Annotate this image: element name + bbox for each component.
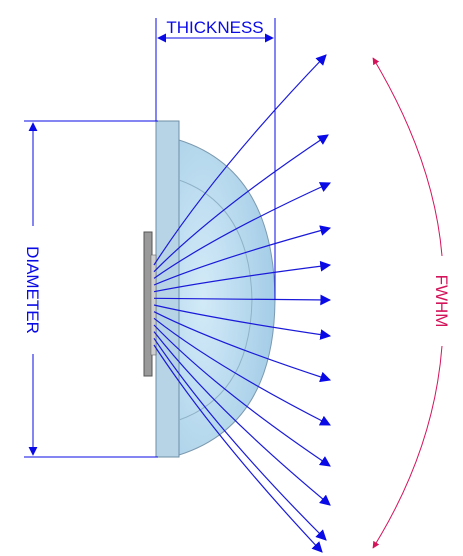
light-ray [153,294,332,306]
light-ray [153,134,329,273]
light-ray [153,304,332,340]
light-ray [153,54,327,266]
diameter-label: DIAMETER [23,246,42,334]
light-rays [153,54,332,553]
light-ray [153,225,332,286]
light-ray [153,260,332,293]
fwhm-arc-bottom [372,345,443,549]
light-ray [153,317,331,426]
lens-inner-contour [178,179,253,421]
thickness-label: THICKNESS [166,18,263,37]
light-ray [153,182,331,279]
light-ray [153,311,332,383]
fwhm-arc-top [372,57,443,257]
light-ray [153,324,331,467]
light-ray [153,344,323,553]
fwhm-dimension: FWHM [372,57,451,549]
light-ray [153,337,327,541]
light-ray [153,331,331,506]
thickness-dimension: THICKNESS [155,18,276,300]
fwhm-label: FWHM [432,275,451,328]
diameter-dimension: DIAMETER [23,120,158,458]
lens-dome [178,139,276,456]
